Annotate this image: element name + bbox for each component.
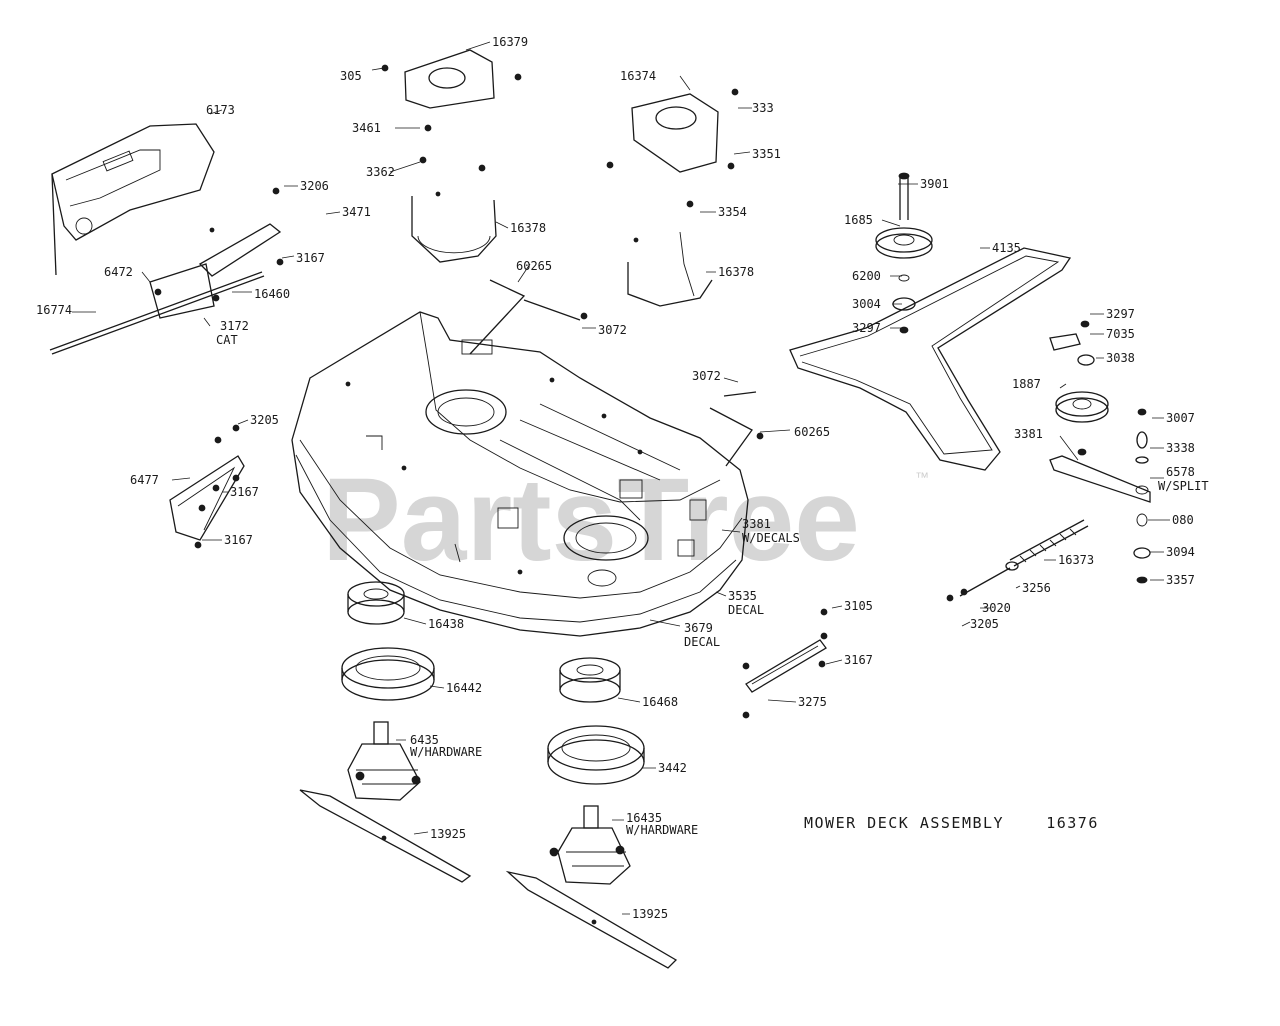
callout-3167-top: 3167	[296, 251, 325, 265]
callout-7035: 7035	[1106, 327, 1135, 341]
spindle-16435[interactable]	[549, 805, 631, 885]
spindle-6435[interactable]	[347, 721, 421, 801]
handle-6173[interactable]	[51, 123, 215, 276]
callout-3105: 3105	[844, 599, 873, 613]
callout-6200: 6200	[852, 269, 881, 283]
callout-3471: 3471	[342, 205, 371, 219]
callout-3167-low: 3167	[224, 533, 253, 547]
callout-13925-right: 13925	[632, 907, 668, 921]
callout-3297-right: 3297	[1106, 307, 1135, 321]
callout-decal-2: DECAL	[684, 635, 720, 649]
callout-3381-deck: 3381	[742, 517, 771, 531]
callout-6435: 6435	[410, 733, 439, 747]
callout-3362: 3362	[366, 165, 395, 179]
callout-3206: 3206	[300, 179, 329, 193]
callout-labels: 16379 305 3461 3362 16378 16374 333 3351…	[36, 35, 1209, 921]
callout-3072-mid: 3072	[692, 369, 721, 383]
link-6477[interactable]	[169, 424, 245, 549]
pulley-1687-stack[interactable]	[875, 172, 933, 334]
callout-16442: 16442	[446, 681, 482, 695]
callout-13925-left: 13925	[430, 827, 466, 841]
callout-16379: 16379	[492, 35, 528, 49]
pulley-16468[interactable]	[559, 657, 621, 703]
callout-3094: 3094	[1166, 545, 1195, 559]
bracket-16379[interactable]	[381, 49, 522, 132]
callout-60265-mid: 60265	[794, 425, 830, 439]
callout-60265-top: 60265	[516, 259, 552, 273]
bearing-3442[interactable]	[547, 725, 645, 785]
callout-3038: 3038	[1106, 351, 1135, 365]
watermark: PartsTree	[322, 454, 860, 586]
callout-6578: 6578	[1166, 465, 1195, 479]
callout-4135: 4135	[992, 241, 1021, 255]
leader-lines	[72, 41, 1170, 915]
callout-3205-right: 3205	[970, 617, 999, 631]
callout-3072-top: 3072	[598, 323, 627, 337]
blade-13925-right[interactable]	[505, 870, 678, 969]
callout-16438: 16438	[428, 617, 464, 631]
callout-3901: 3901	[920, 177, 949, 191]
callout-3679: 3679	[684, 621, 713, 635]
bracket-16378-left[interactable]	[411, 156, 497, 263]
callout-3297-top: 3297	[852, 321, 881, 335]
spring-16373[interactable]	[946, 519, 1089, 602]
callout-3461: 3461	[352, 121, 381, 135]
bracket-16374[interactable]	[606, 88, 739, 173]
lift-arm-16460[interactable]	[149, 187, 284, 319]
callout-3535: 3535	[728, 589, 757, 603]
callout-3172: 3172	[220, 319, 249, 333]
callout-3167-mid: 3167	[230, 485, 259, 499]
pulley-16438[interactable]	[347, 581, 405, 625]
callout-16378-right: 16378	[718, 265, 754, 279]
bearing-16442[interactable]	[341, 647, 435, 701]
callout-3351: 3351	[752, 147, 781, 161]
callout-3357: 3357	[1166, 573, 1195, 587]
callout-3004: 3004	[852, 297, 881, 311]
link-3275[interactable]	[742, 608, 828, 719]
callout-305: 305	[340, 69, 362, 83]
callout-1887: 1887	[1012, 377, 1041, 391]
callout-6477: 6477	[130, 473, 159, 487]
blade-13925-left[interactable]	[299, 789, 472, 883]
callout-3381-idler: 3381	[1014, 427, 1043, 441]
idler-pulley-1887-stack[interactable]	[1049, 320, 1151, 584]
callout-3354: 3354	[718, 205, 747, 219]
callout-w-split: W/SPLIT	[1158, 479, 1209, 493]
callout-3020: 3020	[982, 601, 1011, 615]
callout-16460: 16460	[254, 287, 290, 301]
callout-3205-left: 3205	[250, 413, 279, 427]
callout-3442: 3442	[658, 761, 687, 775]
callout-333: 333	[752, 101, 774, 115]
callout-w-decals: W/DECALS	[742, 531, 800, 545]
callout-w-hardware-1: W/HARDWARE	[410, 745, 482, 759]
callout-16468: 16468	[642, 695, 678, 709]
v-belt-4135[interactable]	[789, 247, 1072, 471]
watermark-trademark: ™	[915, 469, 929, 485]
callout-cat: CAT	[216, 333, 238, 347]
callout-16435: 16435	[626, 811, 662, 825]
callout-16378-left: 16378	[510, 221, 546, 235]
callout-w-hardware-2: W/HARDWARE	[626, 823, 698, 837]
shaft-16774[interactable]	[49, 271, 265, 355]
callout-080: 080	[1172, 513, 1194, 527]
bracket-16378-right[interactable]	[627, 200, 713, 307]
callout-1685: 1685	[844, 213, 873, 227]
callout-6472: 6472	[104, 265, 133, 279]
callout-3167-right: 3167	[844, 653, 873, 667]
callout-3256: 3256	[1022, 581, 1051, 595]
mower-deck-housing[interactable]	[291, 311, 749, 637]
callout-16774: 16774	[36, 303, 72, 317]
diagram-title: MOWER DECK ASSEMBLY 16376	[804, 814, 1099, 832]
callout-16374: 16374	[620, 69, 656, 83]
lift-rod-60265[interactable]	[469, 279, 764, 467]
callout-6173: 6173	[206, 103, 235, 117]
callout-3275: 3275	[798, 695, 827, 709]
callout-3007: 3007	[1166, 411, 1195, 425]
callout-16373: 16373	[1058, 553, 1094, 567]
callout-decal-1: DECAL	[728, 603, 764, 617]
callout-3338: 3338	[1166, 441, 1195, 455]
